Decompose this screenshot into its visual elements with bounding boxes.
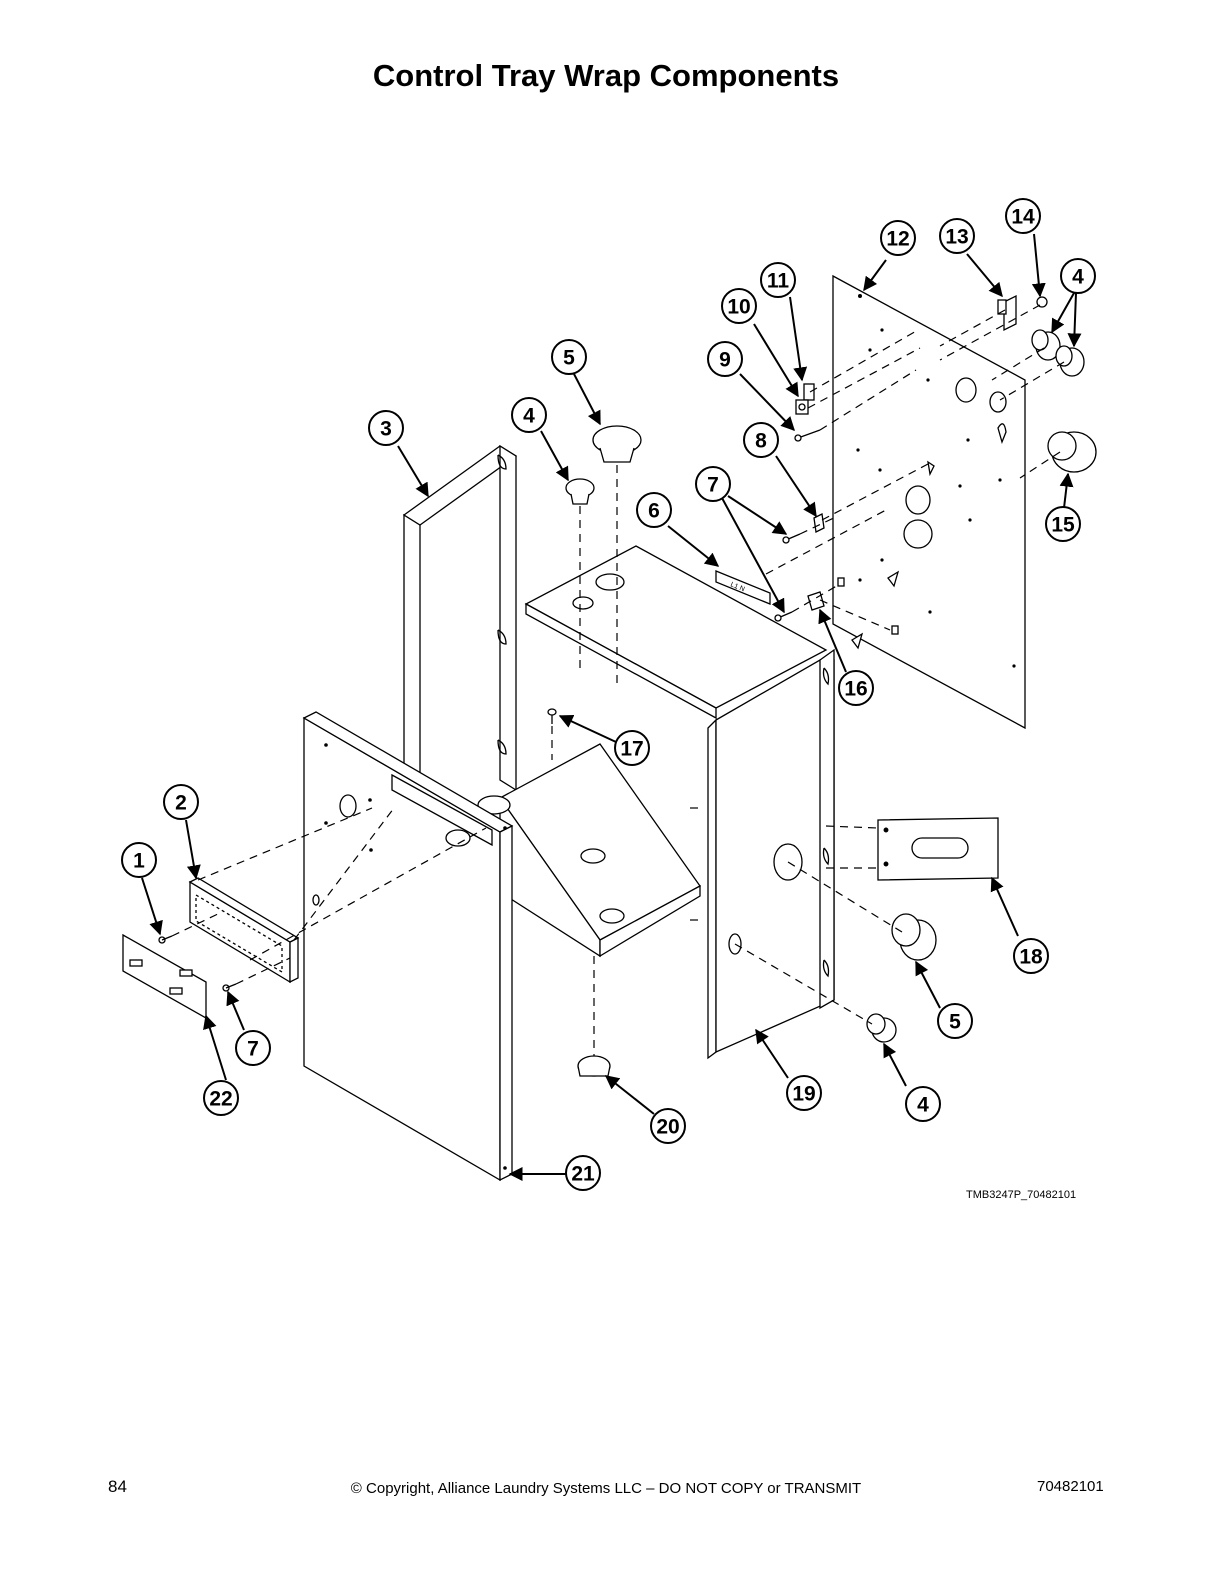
plug-4-top bbox=[565, 478, 595, 505]
callout-number: 10 bbox=[727, 296, 750, 319]
callout-7: 7 bbox=[235, 1030, 271, 1066]
cover-plate bbox=[877, 817, 999, 881]
leader-arrows bbox=[141, 233, 1082, 1181]
plug-4-right bbox=[866, 1013, 897, 1043]
callout-7: 7 bbox=[695, 466, 731, 502]
callout-9: 9 bbox=[707, 341, 743, 377]
callout-number: 14 bbox=[1011, 206, 1035, 229]
callout-number: 6 bbox=[648, 500, 660, 523]
callout-19: 19 bbox=[786, 1075, 822, 1111]
front-panel bbox=[302, 711, 514, 1182]
callout-number: 13 bbox=[945, 226, 968, 249]
callout-15: 15 bbox=[1045, 506, 1081, 542]
callout-number: 21 bbox=[571, 1163, 595, 1186]
back-panel bbox=[832, 274, 1026, 730]
clip-11 bbox=[803, 383, 815, 401]
callout-13: 13 bbox=[939, 218, 975, 254]
callout-1: 1 bbox=[121, 842, 157, 878]
screw-1 bbox=[158, 935, 173, 944]
clip-13 bbox=[997, 294, 1017, 332]
screw-7-upper bbox=[782, 533, 801, 544]
bushing-15 bbox=[1047, 431, 1097, 473]
callout-number: 12 bbox=[886, 228, 909, 251]
callout-20: 20 bbox=[650, 1108, 686, 1144]
callout-10: 10 bbox=[721, 288, 757, 324]
callout-number: 20 bbox=[656, 1116, 679, 1139]
callout-number: 9 bbox=[719, 349, 731, 372]
callout-number: 2 bbox=[175, 792, 187, 815]
callout-8: 8 bbox=[743, 422, 779, 458]
callout-18: 18 bbox=[1013, 938, 1049, 974]
callout-number: 15 bbox=[1051, 514, 1075, 537]
document-number: 70482101 bbox=[1037, 1478, 1104, 1495]
left-side-wall bbox=[402, 444, 518, 792]
callout-number: 4 bbox=[523, 405, 535, 428]
top-cover bbox=[524, 545, 828, 720]
callout-22: 22 bbox=[203, 1080, 239, 1116]
callout-5: 5 bbox=[551, 339, 587, 375]
callout-number: 7 bbox=[707, 474, 719, 497]
callout-5: 5 bbox=[937, 1003, 973, 1039]
bushing-4-b bbox=[1055, 345, 1085, 377]
label-plate bbox=[122, 933, 207, 1020]
callout-number: 1 bbox=[133, 850, 145, 873]
callout-6: 6 bbox=[636, 492, 672, 528]
callout-number: 5 bbox=[563, 347, 575, 370]
callout-17: 17 bbox=[614, 730, 650, 766]
plug-5-right bbox=[891, 913, 937, 961]
bushing-20 bbox=[577, 1055, 611, 1077]
copyright-notice: © Copyright, Alliance Laundry Systems LL… bbox=[350, 1480, 862, 1497]
screw-9 bbox=[794, 429, 821, 442]
assembly-lines bbox=[171, 304, 1065, 1056]
callout-3: 3 bbox=[368, 410, 404, 446]
callout-14: 14 bbox=[1005, 198, 1041, 234]
callout-number: 5 bbox=[949, 1011, 961, 1034]
page-number: 84 bbox=[108, 1477, 127, 1496]
screw-7-left bbox=[222, 983, 237, 992]
callout-number: 22 bbox=[209, 1088, 232, 1111]
callout-11: 11 bbox=[760, 262, 796, 298]
callout-4: 4 bbox=[905, 1086, 941, 1122]
callout-16: 16 bbox=[838, 670, 874, 706]
screw-7-lower bbox=[774, 611, 793, 622]
callout-number: 17 bbox=[620, 738, 643, 761]
callout-number: 19 bbox=[792, 1083, 815, 1106]
clip-16 bbox=[807, 591, 825, 611]
callout-2: 2 bbox=[163, 784, 199, 820]
middle-shelf bbox=[477, 743, 701, 958]
plug-5-top bbox=[592, 425, 642, 463]
callout-number: 8 bbox=[755, 430, 767, 453]
bushing-4-a bbox=[1031, 329, 1061, 361]
nut-10 bbox=[795, 399, 809, 415]
callout-number: 18 bbox=[1019, 946, 1043, 969]
callout-number: 11 bbox=[767, 270, 790, 293]
callout-4: 4 bbox=[511, 397, 547, 433]
callout-21: 21 bbox=[565, 1155, 601, 1191]
callout-number: 16 bbox=[844, 678, 867, 701]
page-title: Control Tray Wrap Components bbox=[372, 58, 840, 93]
figure-code: TMB3247P_70482101 bbox=[966, 1189, 1076, 1201]
clip-8 bbox=[813, 513, 825, 533]
callout-number: 4 bbox=[1072, 266, 1084, 289]
callout-number: 4 bbox=[917, 1094, 929, 1117]
callout-4: 4 bbox=[1060, 258, 1096, 294]
callout-number: 3 bbox=[380, 418, 392, 441]
pin-17 bbox=[547, 708, 557, 724]
right-side-wall bbox=[707, 648, 835, 1060]
callout-number: 7 bbox=[247, 1038, 259, 1061]
bracket-plate bbox=[188, 877, 300, 984]
callout-12: 12 bbox=[880, 220, 916, 256]
